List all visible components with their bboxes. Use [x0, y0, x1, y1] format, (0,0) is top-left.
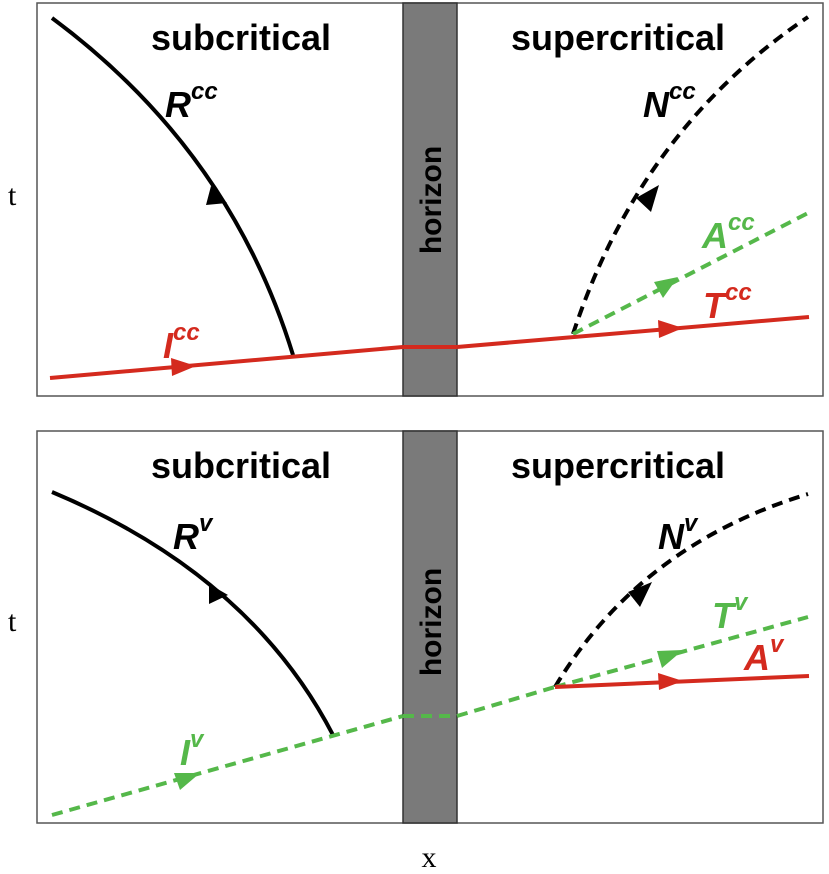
- top-label-R: Rcc: [165, 78, 218, 125]
- bottom-arrow-N: [628, 582, 652, 607]
- bottom-ray-T: [554, 615, 809, 689]
- top-label-A: Acc: [701, 209, 755, 256]
- bottom-label-I: Iv: [180, 726, 205, 773]
- bottom-ray-N: [553, 492, 809, 689]
- top-t-axis-label: t: [8, 179, 17, 212]
- top-supercritical-label: supercritical: [511, 17, 725, 58]
- bottom-horizon-band: [402, 430, 458, 824]
- bottom-label-R: Rv: [173, 510, 214, 557]
- x-axis-label: x: [422, 841, 437, 874]
- bottom-arrow-T: [657, 650, 683, 668]
- bottom-label-T: Tv: [712, 589, 749, 636]
- bottom-panel: horizon subcritical supercritical Rv Nv …: [36, 430, 824, 824]
- top-arrow-A: [654, 277, 678, 298]
- top-ray-N: [571, 15, 810, 335]
- top-subcritical-label: subcritical: [151, 17, 331, 58]
- top-arrow-I: [171, 358, 196, 376]
- bottom-arrow-A: [658, 673, 683, 690]
- bottom-arrow-R: [209, 584, 228, 604]
- top-ray-T: [456, 315, 810, 349]
- bottom-t-axis-label: t: [8, 605, 17, 638]
- bottom-arrow-I: [174, 773, 200, 790]
- top-label-I: Icc: [163, 319, 200, 366]
- bottom-supercritical-label: supercritical: [511, 445, 725, 486]
- top-ray-I: [49, 345, 404, 380]
- top-label-T: Tcc: [703, 279, 752, 326]
- bottom-horizon-label: horizon: [415, 568, 448, 676]
- bottom-label-A: Av: [743, 631, 785, 678]
- top-horizon-label: horizon: [415, 146, 448, 254]
- top-ray-R: [50, 16, 295, 356]
- top-horizon-band: [402, 2, 458, 397]
- bottom-ray-I: [51, 714, 404, 817]
- top-panel: horizon subcritical supercritical Rcc Nc…: [36, 2, 824, 397]
- top-arrow-T: [658, 320, 683, 338]
- top-ray-A: [572, 211, 809, 336]
- bottom-subcritical-label: subcritical: [151, 445, 331, 486]
- top-label-N: Ncc: [643, 78, 696, 125]
- top-arrow-N: [636, 185, 659, 212]
- bottom-label-N: Nv: [658, 510, 699, 557]
- top-arrow-R: [206, 186, 227, 205]
- bottom-ray-A: [554, 674, 810, 689]
